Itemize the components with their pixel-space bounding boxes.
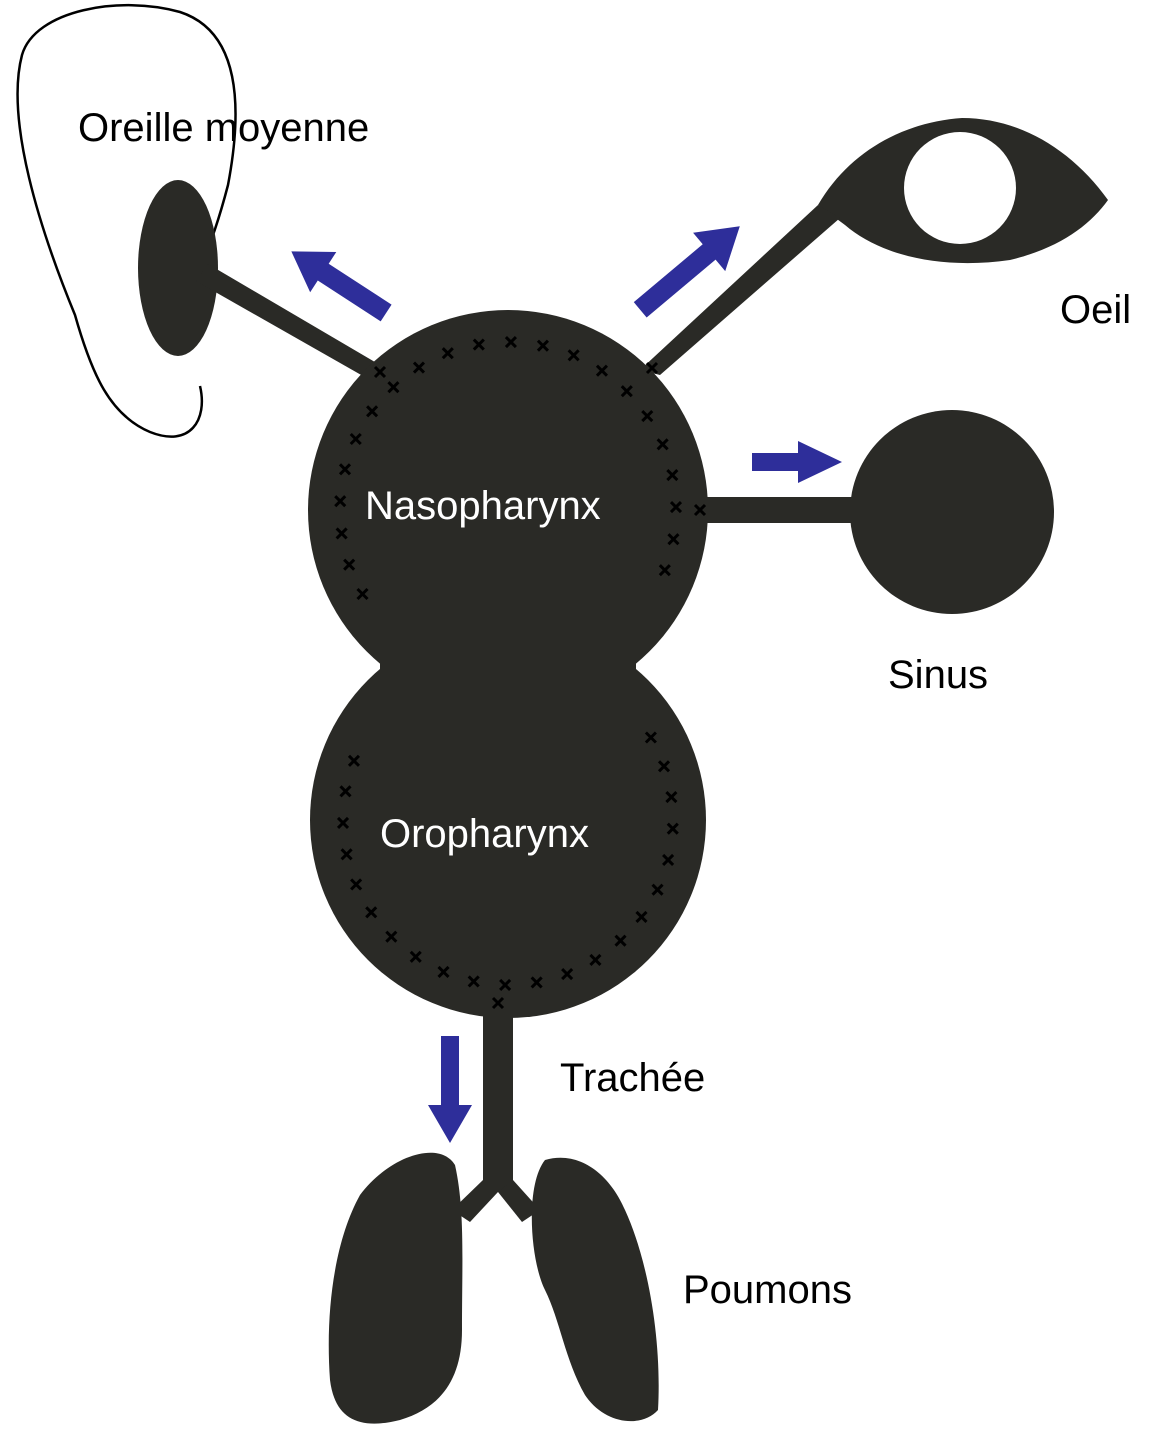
arrow-to-sinus bbox=[752, 441, 842, 483]
organs bbox=[138, 118, 1108, 1424]
label-trachea: Trachée bbox=[560, 1058, 705, 1098]
left-lung-shape bbox=[329, 1153, 463, 1424]
label-lungs: Poumons bbox=[683, 1270, 852, 1310]
label-middle-ear: Oreille moyenne bbox=[78, 108, 369, 148]
pharynx-bridge bbox=[380, 560, 636, 770]
right-lung-shape bbox=[532, 1158, 659, 1421]
label-oropharynx: Oropharynx bbox=[380, 814, 589, 854]
label-eye: Oeil bbox=[1060, 290, 1131, 330]
arrow-to-eye bbox=[624, 207, 756, 329]
label-sinus: Sinus bbox=[888, 655, 988, 695]
trachea-shape bbox=[483, 1000, 513, 1192]
sinus-shape bbox=[850, 410, 1054, 614]
eye-white bbox=[904, 132, 1016, 244]
sinus-tube bbox=[695, 497, 860, 523]
label-nasopharynx: Nasopharynx bbox=[365, 486, 601, 526]
arrow-to-lungs bbox=[428, 1036, 472, 1143]
